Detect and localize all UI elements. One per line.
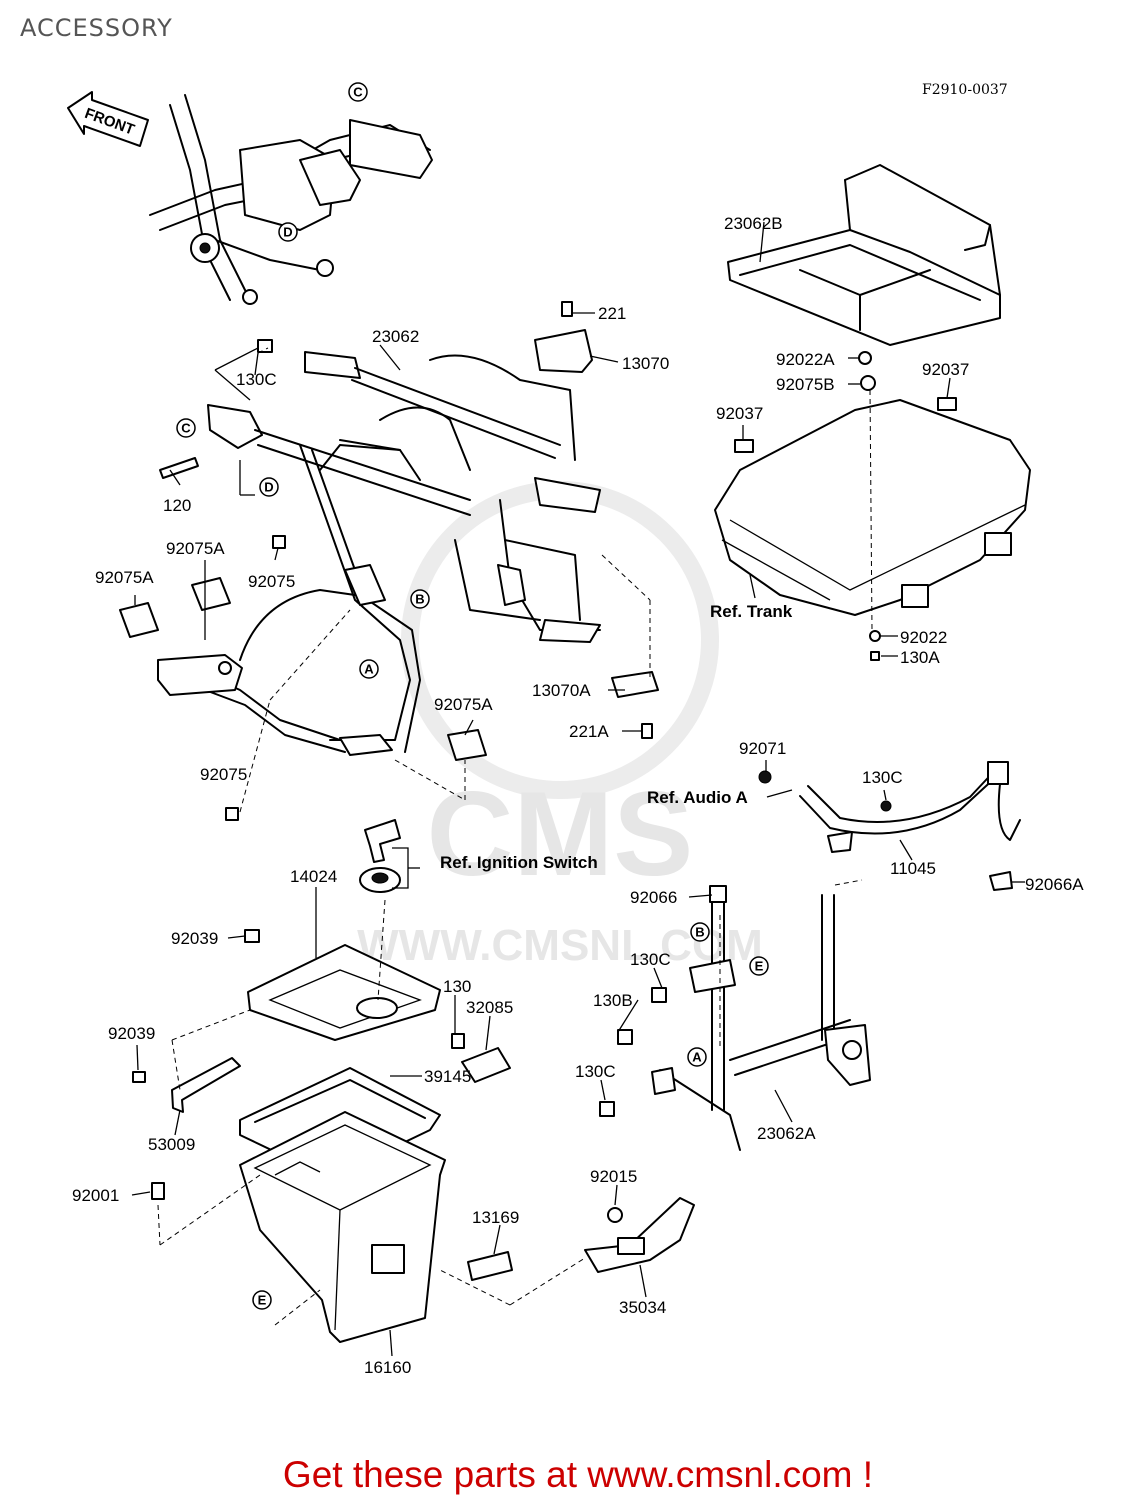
carrier-small-parts xyxy=(119,301,659,821)
audio-cable-11045 xyxy=(758,761,1021,891)
part-label-92001: 92001 xyxy=(72,1186,119,1205)
part-label-130C-2: 130C xyxy=(862,768,903,787)
cover-32085 xyxy=(451,1033,511,1083)
part-label-130: 130 xyxy=(443,977,471,996)
part-label-23062A: 23062A xyxy=(757,1124,816,1143)
part-label-92037: 92037 xyxy=(922,360,969,379)
part-label-14024: 14024 xyxy=(290,867,337,886)
part-label-16160: 16160 xyxy=(364,1358,411,1377)
part-label-35034: 35034 xyxy=(619,1298,666,1317)
trunk-ref xyxy=(714,351,1031,661)
svg-text:D: D xyxy=(264,480,273,495)
part-label-13070: 13070 xyxy=(622,354,669,373)
part-label-53009: 53009 xyxy=(148,1135,195,1154)
part-label-92075A-3: 92075A xyxy=(434,695,493,714)
page-title: ACCESSORY xyxy=(20,14,173,42)
svg-text:D: D xyxy=(283,225,292,240)
part-label-92066: 92066 xyxy=(630,888,677,907)
callout-c: C xyxy=(176,418,196,438)
part-label-92039: 92039 xyxy=(171,929,218,948)
carrier-frame-23062 xyxy=(157,351,601,756)
part-label-92037-2: 92037 xyxy=(716,404,763,423)
motorcycle-frame-drawing xyxy=(149,94,433,305)
callout-b: B xyxy=(410,589,430,609)
part-label-92075B: 92075B xyxy=(776,375,835,394)
rack-23062B xyxy=(727,164,1001,346)
svg-text:B: B xyxy=(415,592,424,607)
watermark-brand: CMS xyxy=(427,767,694,901)
part-labels: 221 13070 23062 130C 120 92075A 92075A 9… xyxy=(72,214,1084,1377)
front-arrow-icon: FRONT xyxy=(67,91,149,147)
bracket-53009 xyxy=(132,1057,241,1113)
part-label-13169: 13169 xyxy=(472,1208,519,1227)
part-label-92022A: 92022A xyxy=(776,350,835,369)
part-label-221: 221 xyxy=(598,304,626,323)
callout-d: D xyxy=(259,477,279,497)
part-label-13070A: 13070A xyxy=(532,681,591,700)
part-label-92071: 92071 xyxy=(739,739,786,758)
figure-id: F2910-0037 xyxy=(922,82,1008,98)
callout-e: E xyxy=(252,1290,272,1310)
part-label-39145: 39145 xyxy=(424,1067,471,1086)
bracket-frame-23062A xyxy=(599,885,871,1151)
ref-label-trank: Ref. Trank xyxy=(710,602,793,621)
part-label-130C: 130C xyxy=(236,370,277,389)
svg-text:E: E xyxy=(755,959,764,974)
box-lid-14024 xyxy=(247,944,441,1041)
part-label-130A: 130A xyxy=(900,648,940,667)
svg-text:A: A xyxy=(364,662,374,677)
bracket-35034 xyxy=(584,1197,695,1273)
part-label-130C-4: 130C xyxy=(575,1062,616,1081)
part-label-92015: 92015 xyxy=(590,1167,637,1186)
bolt-92039 xyxy=(244,929,260,943)
part-label-23062B: 23062B xyxy=(724,214,783,233)
leader-lines xyxy=(131,221,1025,1357)
part-label-92039-2: 92039 xyxy=(108,1024,155,1043)
part-label-92075A-2: 92075A xyxy=(95,568,154,587)
part-label-120: 120 xyxy=(163,496,191,515)
callout-b-right: B xyxy=(690,922,710,942)
damper-13169 xyxy=(467,1251,513,1281)
callout-d-top: D xyxy=(278,222,298,242)
ref-label-audio: Ref. Audio A xyxy=(647,788,748,807)
callout-e-right: E xyxy=(749,956,769,976)
bolt-92001 xyxy=(151,1182,165,1200)
footer-cta-link[interactable]: Get these parts at www.cmsnl.com ! xyxy=(0,1454,1146,1496)
watermark: CMS WWW.CMSNL.COM xyxy=(357,481,763,970)
ignition-key-icon xyxy=(359,819,420,893)
part-label-23062: 23062 xyxy=(372,327,419,346)
callouts: C D C D B A B E A E xyxy=(176,82,769,1310)
footer-cta-text: Get these parts at www.cmsnl.com ! xyxy=(282,1454,874,1495)
ref-label-ignition: Ref. Ignition Switch xyxy=(440,853,598,872)
svg-text:B: B xyxy=(695,925,704,940)
part-label-92066A: 92066A xyxy=(1025,875,1084,894)
part-label-130B: 130B xyxy=(593,991,633,1010)
part-label-221A: 221A xyxy=(569,722,609,741)
svg-text:C: C xyxy=(353,85,363,100)
part-label-92075A: 92075A xyxy=(166,539,225,558)
part-label-92075: 92075 xyxy=(248,572,295,591)
svg-text:A: A xyxy=(692,1050,702,1065)
part-label-92075-2: 92075 xyxy=(200,765,247,784)
battery-box-16160 xyxy=(239,1111,446,1343)
part-label-92022: 92022 xyxy=(900,628,947,647)
part-label-130C-3: 130C xyxy=(630,950,671,969)
callout-a-right: A xyxy=(687,1047,707,1067)
part-label-11045: 11045 xyxy=(890,859,936,878)
svg-text:E: E xyxy=(258,1293,267,1308)
callout-a: A xyxy=(359,659,379,679)
callout-c-top: C xyxy=(348,82,368,102)
part-label-32085: 32085 xyxy=(466,998,513,1017)
svg-text:C: C xyxy=(181,421,191,436)
strap-39145 xyxy=(239,1067,441,1179)
